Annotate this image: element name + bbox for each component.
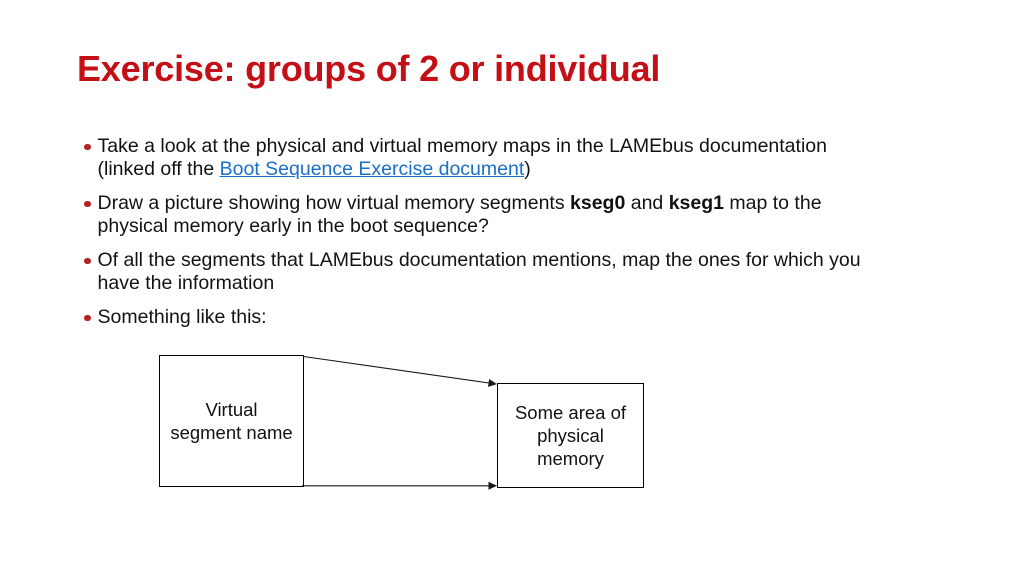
bullet-item-1: Take a look at the physical and virtual … [84, 135, 861, 181]
bullet-4-line-1: Something like this: [98, 306, 267, 329]
bullet-text-segment: ) [524, 158, 531, 180]
bullet-text-segment: physical memory early in the boot sequen… [97, 215, 489, 237]
bullet-1-text: Take a look at the physical and virtual … [98, 135, 827, 181]
bullet-text-segment: have the information [97, 272, 275, 294]
arrow-top [303, 355, 497, 387]
physical-memory-box: Some area of physical memory [497, 383, 644, 488]
bullet-text-segment: and [625, 192, 669, 214]
physical-memory-label: Some area of physical memory [514, 402, 627, 469]
boot-sequence-exercise-link[interactable]: Boot Sequence Exercise document [219, 158, 525, 180]
bullet-text-segment: Draw a picture showing how virtual memor… [97, 192, 571, 214]
kseg0-bold-text: kseg0 [570, 192, 626, 214]
bullet-item-2: Draw a picture showing how virtual memor… [84, 192, 861, 238]
kseg1-bold-text: kseg1 [668, 192, 724, 214]
bullet-marker [84, 143, 91, 150]
bullet-2-text: Draw a picture showing how virtual memor… [98, 192, 822, 238]
bullet-item-3: Of all the segments that LAMEbus documen… [84, 249, 861, 295]
bullet-3-line-2: have the information [98, 272, 861, 295]
bullet-text-segment: (linked off the [97, 158, 220, 180]
bullet-text-segment: Take a look at the physical and virtual … [97, 135, 827, 157]
bullet-1-line-2: (linked off the Boot Sequence Exercise d… [98, 158, 827, 181]
bullet-marker [84, 314, 91, 321]
bullet-text-segment: map to the [723, 192, 822, 214]
bullet-2-line-2: physical memory early in the boot sequen… [98, 215, 822, 238]
virtual-segment-label: Virtual segment name [170, 399, 293, 443]
bullet-text-segment: Something like this: [97, 306, 267, 328]
bullet-text-segment: Of all the segments that LAMEbus documen… [97, 249, 861, 271]
bullet-marker [84, 257, 91, 264]
bullet-marker [84, 200, 91, 207]
bullet-list: Take a look at the physical and virtual … [84, 135, 861, 329]
virtual-segment-box: Virtual segment name [159, 355, 304, 487]
bullet-3-text: Of all the segments that LAMEbus documen… [98, 249, 861, 295]
bullet-4-text: Something like this: [98, 306, 267, 329]
bullet-item-4: Something like this: [84, 306, 861, 329]
slide-title: Exercise: groups of 2 or individual [77, 48, 661, 89]
bullet-2-line-1: Draw a picture showing how virtual memor… [98, 192, 822, 215]
bullet-3-line-1: Of all the segments that LAMEbus documen… [98, 249, 861, 272]
bullet-1-line-1: Take a look at the physical and virtual … [98, 135, 827, 158]
